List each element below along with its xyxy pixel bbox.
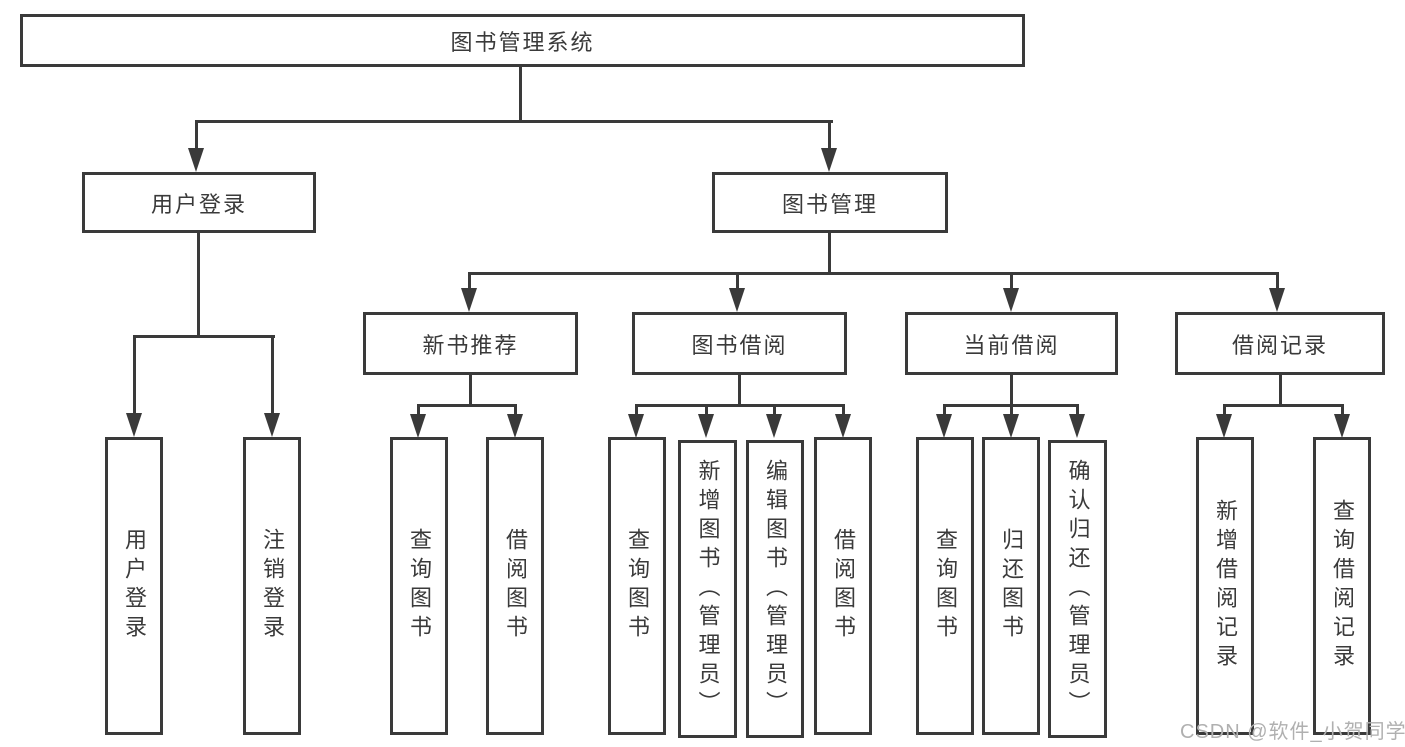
- connector-line: [635, 404, 845, 407]
- leaf-query-borrow-record: 查询借阅记录: [1313, 437, 1371, 735]
- connector-line: [1223, 404, 1226, 416]
- connector-line: [635, 404, 638, 416]
- connector-line: [1276, 272, 1279, 290]
- csdn-watermark: CSDN @软件_小贺同学: [1180, 721, 1405, 743]
- arrow-down-icon: [1003, 414, 1019, 438]
- node-label: 新增图书（管理员）: [695, 458, 721, 720]
- connector-line: [773, 404, 776, 416]
- node-label: 新增借阅记录: [1213, 499, 1238, 673]
- node-book-management-module: 图书管理: [712, 172, 948, 233]
- leaf-logout: 注销登录: [243, 437, 301, 735]
- connector-line: [828, 231, 831, 274]
- connector-line: [468, 272, 471, 290]
- arrow-down-icon: [461, 288, 477, 312]
- connector-line: [195, 120, 833, 123]
- node-label: 确认归还（管理员）: [1065, 458, 1091, 720]
- node-current-borrowing: 当前借阅: [905, 312, 1118, 375]
- node-label: 查询借阅记录: [1330, 499, 1355, 673]
- node-label: 编辑图书（管理员）: [763, 458, 788, 720]
- connector-line: [197, 231, 200, 337]
- leaf-add-borrow-record: 新增借阅记录: [1196, 437, 1254, 735]
- arrow-down-icon: [698, 414, 714, 438]
- node-label: 借阅图书: [503, 528, 528, 644]
- node-label: 用户登录: [122, 528, 147, 644]
- connector-line: [514, 404, 517, 416]
- arrow-down-icon: [766, 414, 782, 438]
- connector-line: [705, 404, 708, 416]
- arrow-down-icon: [628, 414, 644, 438]
- connector-line: [1010, 404, 1013, 416]
- leaf-confirm-return-admin: 确认归还（管理员）: [1048, 440, 1107, 738]
- arrow-down-icon: [188, 148, 204, 172]
- connector-line: [1010, 272, 1013, 290]
- node-label: 用户登录: [150, 191, 247, 217]
- node-label: 注销登录: [260, 528, 285, 644]
- connector-line: [417, 404, 420, 416]
- node-label: 新书推荐: [422, 332, 519, 358]
- node-label: 当前借阅: [963, 332, 1060, 358]
- connector-line: [468, 272, 1279, 275]
- connector-line: [195, 120, 198, 150]
- arrow-down-icon: [1334, 414, 1350, 438]
- connector-line: [736, 272, 739, 290]
- leaf-add-books-admin: 新增图书（管理员）: [678, 440, 737, 738]
- connector-line: [133, 335, 136, 415]
- connector-line: [842, 404, 845, 416]
- arrow-down-icon: [729, 288, 745, 312]
- node-label: 图书管理系统: [450, 29, 595, 55]
- node-label: 查询图书: [407, 528, 432, 644]
- connector-line: [1279, 373, 1282, 406]
- connector-line: [828, 120, 831, 150]
- connector-line: [1010, 373, 1013, 406]
- node-label: 查询图书: [933, 528, 958, 644]
- node-label: 归还图书: [999, 528, 1024, 644]
- leaf-user-login: 用户登录: [105, 437, 163, 735]
- node-label: 图书管理: [781, 191, 878, 217]
- arrow-down-icon: [1269, 288, 1285, 312]
- node-library-management-system: 图书管理系统: [20, 14, 1025, 67]
- leaf-borrow-books-recommend: 借阅图书: [486, 437, 544, 735]
- leaf-return-books: 归还图书: [982, 437, 1040, 735]
- arrow-down-icon: [936, 414, 952, 438]
- leaf-query-books-recommend: 查询图书: [390, 437, 448, 735]
- node-new-book-recommend: 新书推荐: [363, 312, 578, 375]
- connector-line: [417, 404, 517, 407]
- arrow-down-icon: [507, 414, 523, 438]
- node-label: 图书借阅: [691, 332, 788, 358]
- leaf-query-books-current: 查询图书: [916, 437, 974, 735]
- connector-line: [1076, 404, 1079, 416]
- leaf-borrow-books-borrowing: 借阅图书: [814, 437, 872, 735]
- node-label: 借阅图书: [831, 528, 856, 644]
- connector-line: [271, 335, 274, 415]
- arrow-down-icon: [1069, 414, 1085, 438]
- arrow-down-icon: [835, 414, 851, 438]
- arrow-down-icon: [410, 414, 426, 438]
- node-borrow-records: 借阅记录: [1175, 312, 1385, 375]
- arrow-down-icon: [1216, 414, 1232, 438]
- connector-line: [519, 67, 522, 122]
- arrow-down-icon: [821, 148, 837, 172]
- connector-line: [133, 335, 275, 338]
- arrow-down-icon: [126, 413, 142, 437]
- connector-line: [738, 373, 741, 406]
- connector-line: [943, 404, 946, 416]
- node-book-borrowing: 图书借阅: [632, 312, 847, 375]
- node-label: 借阅记录: [1231, 332, 1328, 358]
- node-label: 查询图书: [625, 528, 650, 644]
- connector-line: [469, 373, 472, 406]
- node-user-login-module: 用户登录: [82, 172, 316, 233]
- arrow-down-icon: [1003, 288, 1019, 312]
- connector-line: [1341, 404, 1344, 416]
- leaf-query-books-borrowing: 查询图书: [608, 437, 666, 735]
- connector-line: [1223, 404, 1344, 407]
- leaf-edit-books-admin: 编辑图书（管理员）: [746, 440, 804, 738]
- arrow-down-icon: [264, 413, 280, 437]
